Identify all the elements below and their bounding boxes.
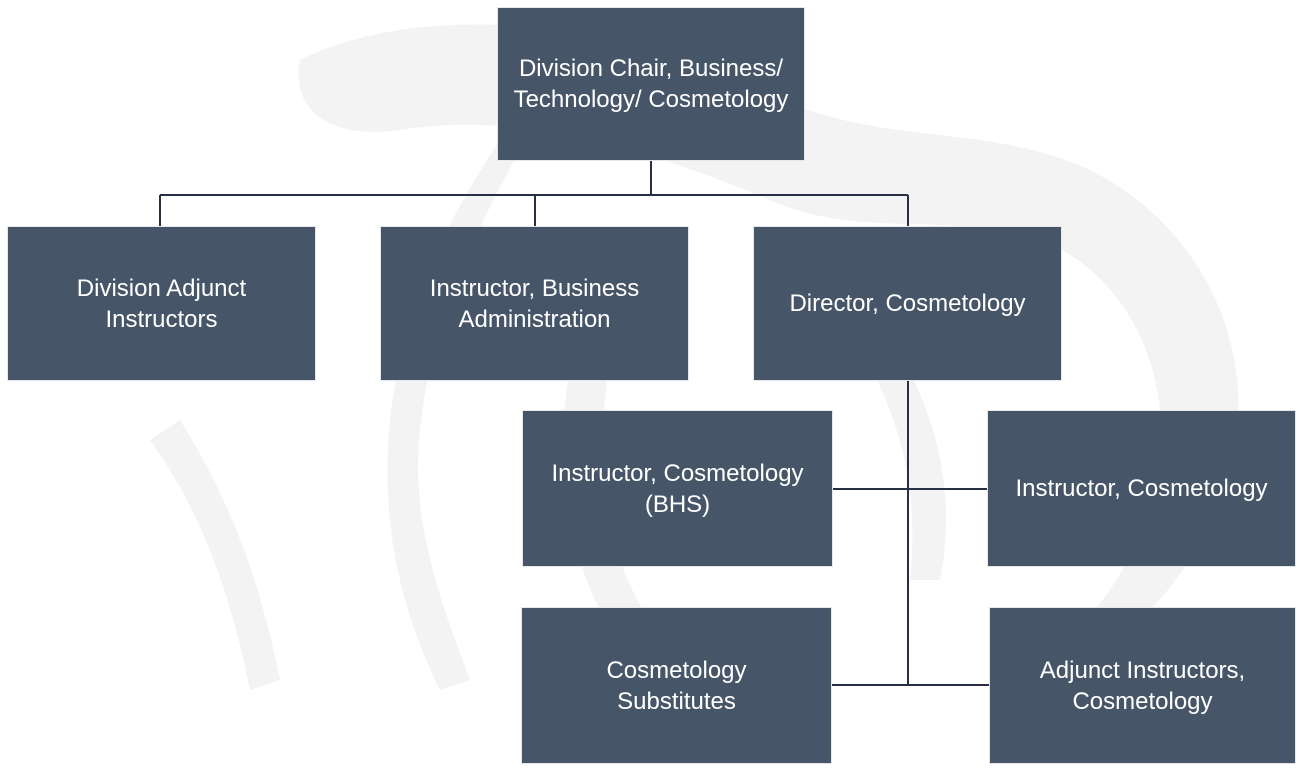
box-adjunct-instructors-cosmetology: Adjunct Instructors, Cosmetology — [989, 607, 1296, 764]
box-division-adjunct-instructors: Division Adjunct Instructors — [7, 226, 316, 381]
box-label: Division Chair, Business/ Technology/ Co… — [513, 55, 789, 113]
box-label: Cosmetology Substitutes — [606, 656, 747, 715]
box-director-cosmetology: Director, Cosmetology — [753, 226, 1062, 381]
box-instructor-business-administration: Instructor, Business Administration — [380, 226, 689, 381]
box-division-chair: Division Chair, Business/ Technology/ Co… — [497, 7, 805, 161]
box-label: Instructor, Cosmetology — [1015, 475, 1268, 502]
box-label: Instructor, Cosmetology (BHS) — [551, 459, 804, 518]
box-label: Adjunct Instructors, Cosmetology — [1039, 656, 1246, 715]
box-cosmetology-substitutes: Cosmetology Substitutes — [521, 607, 832, 764]
box-instructor-cosmetology-bhs: Instructor, Cosmetology (BHS) — [522, 410, 833, 567]
box-label: Division Adjunct Instructors — [76, 274, 247, 333]
box-label: Instructor, Business Administration — [429, 274, 640, 333]
box-label: Director, Cosmetology — [789, 290, 1026, 317]
box-instructor-cosmetology: Instructor, Cosmetology — [987, 410, 1296, 567]
